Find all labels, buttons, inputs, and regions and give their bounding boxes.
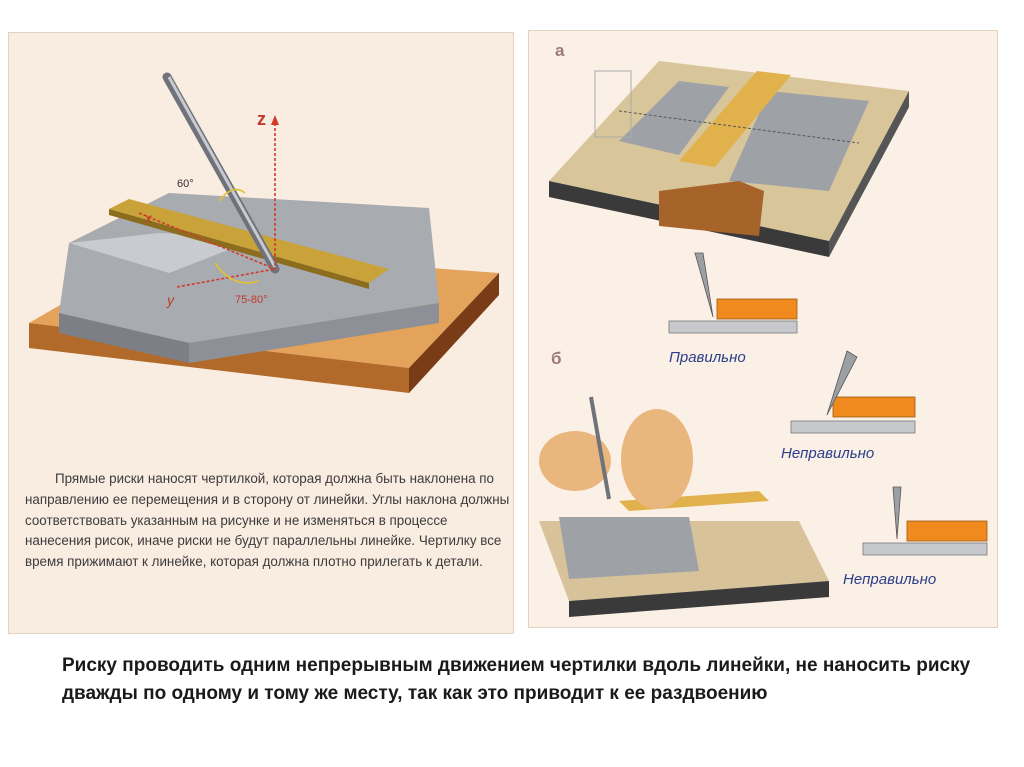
axis-y-line: [176, 268, 276, 288]
label-wrong-2: Неправильно: [843, 571, 937, 588]
scribe-line-a: [618, 110, 860, 144]
figure-a: [549, 61, 909, 257]
axis-z-label: z: [257, 109, 266, 129]
workpiece-top: [59, 193, 439, 343]
ruler-a-block: [659, 181, 764, 236]
bar-right: [729, 91, 869, 191]
wrong-sketch-1: [790, 350, 916, 434]
description-text: Прямые риски наносят чертилкой, которая …: [25, 471, 510, 570]
label-correct: Правильно: [669, 349, 746, 366]
axis-z-arrow: [271, 115, 279, 125]
axis-x-line: [138, 212, 276, 270]
ruler-edge: [109, 209, 369, 289]
figure-label-a: а: [555, 41, 565, 60]
angle-arc-bottom: [214, 262, 260, 284]
figure-label-b: б: [551, 349, 562, 368]
right-illustration-panel: а б: [528, 30, 998, 628]
workpiece-front: [59, 313, 189, 363]
workpiece-side: [189, 303, 439, 363]
angle-arc-top: [218, 188, 246, 202]
scribing-illustration: z x y 60° 75-80°: [29, 72, 499, 393]
scale-frame: [594, 70, 632, 138]
axis-x-label: x: [144, 210, 153, 226]
left-illustration-panel: z x y 60° 75-80° Прямые риски наносят че…: [8, 32, 514, 634]
figure-b: [539, 396, 829, 617]
scribe-b: [589, 396, 611, 500]
plate-a-side: [829, 91, 909, 257]
plate-b-front: [569, 581, 829, 617]
angle-bottom-label: 75-80°: [235, 294, 268, 306]
marking-illustrations: [539, 61, 988, 617]
wrong-sketch-2: [862, 486, 988, 556]
ruler-a: [679, 71, 791, 167]
correct-sketch: [668, 252, 798, 334]
label-wrong-1: Неправильно: [781, 445, 875, 462]
scribe-highlight: [167, 76, 277, 268]
caption-text: Риску проводить одним непрерывным движен…: [62, 655, 971, 704]
axis-y-label: y: [166, 292, 175, 308]
right-hand: [621, 409, 693, 509]
base-plate-edge: [409, 273, 499, 393]
bar-b: [559, 517, 699, 579]
ruler: [109, 199, 389, 283]
left-hand: [539, 431, 611, 491]
angle-top-label: 60°: [177, 178, 194, 190]
